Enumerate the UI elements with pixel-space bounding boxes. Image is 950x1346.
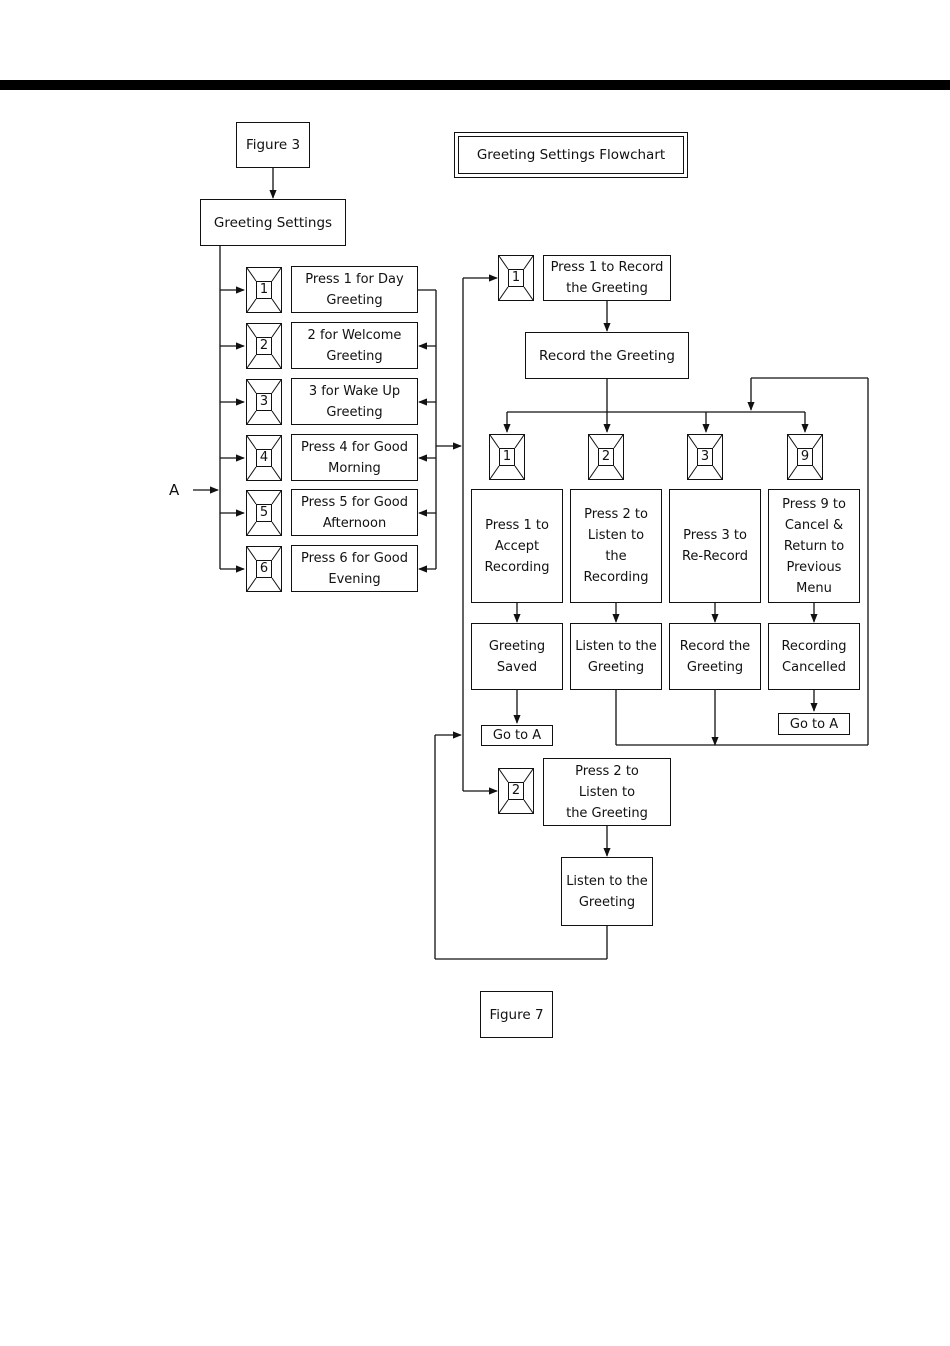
key-bevel-icon xyxy=(688,435,722,479)
result-record-greeting: Record the Greeting xyxy=(669,623,761,690)
key-bevel-icon xyxy=(499,769,533,813)
key-bevel-icon xyxy=(589,435,623,479)
option-label-4: Press 4 for Good Morning xyxy=(291,434,418,481)
key-bevel-icon xyxy=(499,256,533,300)
choice-key-3-label: 3 xyxy=(697,448,713,466)
option-key-4: 4 xyxy=(246,435,282,481)
key-bevel-icon xyxy=(247,380,281,424)
record-key-label: 1 xyxy=(508,269,524,287)
figure-3-box: Figure 3 xyxy=(236,122,310,168)
result-greeting-saved: Greeting Saved xyxy=(471,623,563,690)
option-key-4-label: 4 xyxy=(256,449,272,467)
option-key-1-label: 1 xyxy=(256,281,272,299)
option-key-5-label: 5 xyxy=(256,504,272,522)
listen-key: 2 xyxy=(498,768,534,814)
option-key-5: 5 xyxy=(246,490,282,536)
goto-a-after-cancel: Go to A xyxy=(778,713,850,735)
record-prompt: Press 1 to Record the Greeting xyxy=(543,255,671,301)
choice-key-9: 9 xyxy=(787,434,823,480)
greeting-settings-box: Greeting Settings xyxy=(200,199,346,246)
listen-prompt: Press 2 to Listen to the Greeting xyxy=(543,758,671,826)
key-bevel-icon xyxy=(788,435,822,479)
key-bevel-icon xyxy=(247,324,281,368)
choice-key-9-label: 9 xyxy=(797,448,813,466)
key-bevel-icon xyxy=(247,547,281,591)
option-key-2: 2 xyxy=(246,323,282,369)
result-listen-greeting: Listen to the Greeting xyxy=(570,623,662,690)
result-recording-cancelled: Recording Cancelled xyxy=(768,623,860,690)
option-key-1: 1 xyxy=(246,267,282,313)
option-label-5: Press 5 for Good Afternoon xyxy=(291,489,418,536)
option-key-6-label: 6 xyxy=(256,560,272,578)
option-key-6: 6 xyxy=(246,546,282,592)
choice-prompt-cancel: Press 9 to Cancel & Return to Previous M… xyxy=(768,489,860,603)
flowchart-title: Greeting Settings Flowchart xyxy=(454,132,688,178)
choice-key-2-label: 2 xyxy=(598,448,614,466)
choice-prompt-rerecord: Press 3 to Re-Record xyxy=(669,489,761,603)
top-rule xyxy=(0,80,950,90)
key-bevel-icon xyxy=(247,491,281,535)
option-label-3: 3 for Wake Up Greeting xyxy=(291,378,418,425)
choice-key-1-label: 1 xyxy=(499,448,515,466)
option-key-2-label: 2 xyxy=(256,337,272,355)
option-label-6: Press 6 for Good Evening xyxy=(291,545,418,592)
goto-a-after-saved: Go to A xyxy=(481,725,553,746)
record-action: Record the Greeting xyxy=(525,332,689,379)
key-bevel-icon xyxy=(247,436,281,480)
key-bevel-icon xyxy=(247,268,281,312)
key-bevel-icon xyxy=(490,435,524,479)
listen-action: Listen to the Greeting xyxy=(561,857,653,926)
record-key: 1 xyxy=(498,255,534,301)
option-key-3-label: 3 xyxy=(256,393,272,411)
choice-key-1: 1 xyxy=(489,434,525,480)
choice-key-3: 3 xyxy=(687,434,723,480)
entry-label-a: A xyxy=(169,481,180,499)
option-label-2: 2 for Welcome Greeting xyxy=(291,322,418,369)
listen-key-label: 2 xyxy=(508,782,524,800)
option-label-1: Press 1 for Day Greeting xyxy=(291,266,418,313)
choice-key-2: 2 xyxy=(588,434,624,480)
option-key-3: 3 xyxy=(246,379,282,425)
choice-prompt-accept: Press 1 to Accept Recording xyxy=(471,489,563,603)
figure-7-box: Figure 7 xyxy=(480,991,553,1038)
flowchart-title-text: Greeting Settings Flowchart xyxy=(458,136,684,174)
choice-prompt-listen: Press 2 to Listen to the Recording xyxy=(570,489,662,603)
